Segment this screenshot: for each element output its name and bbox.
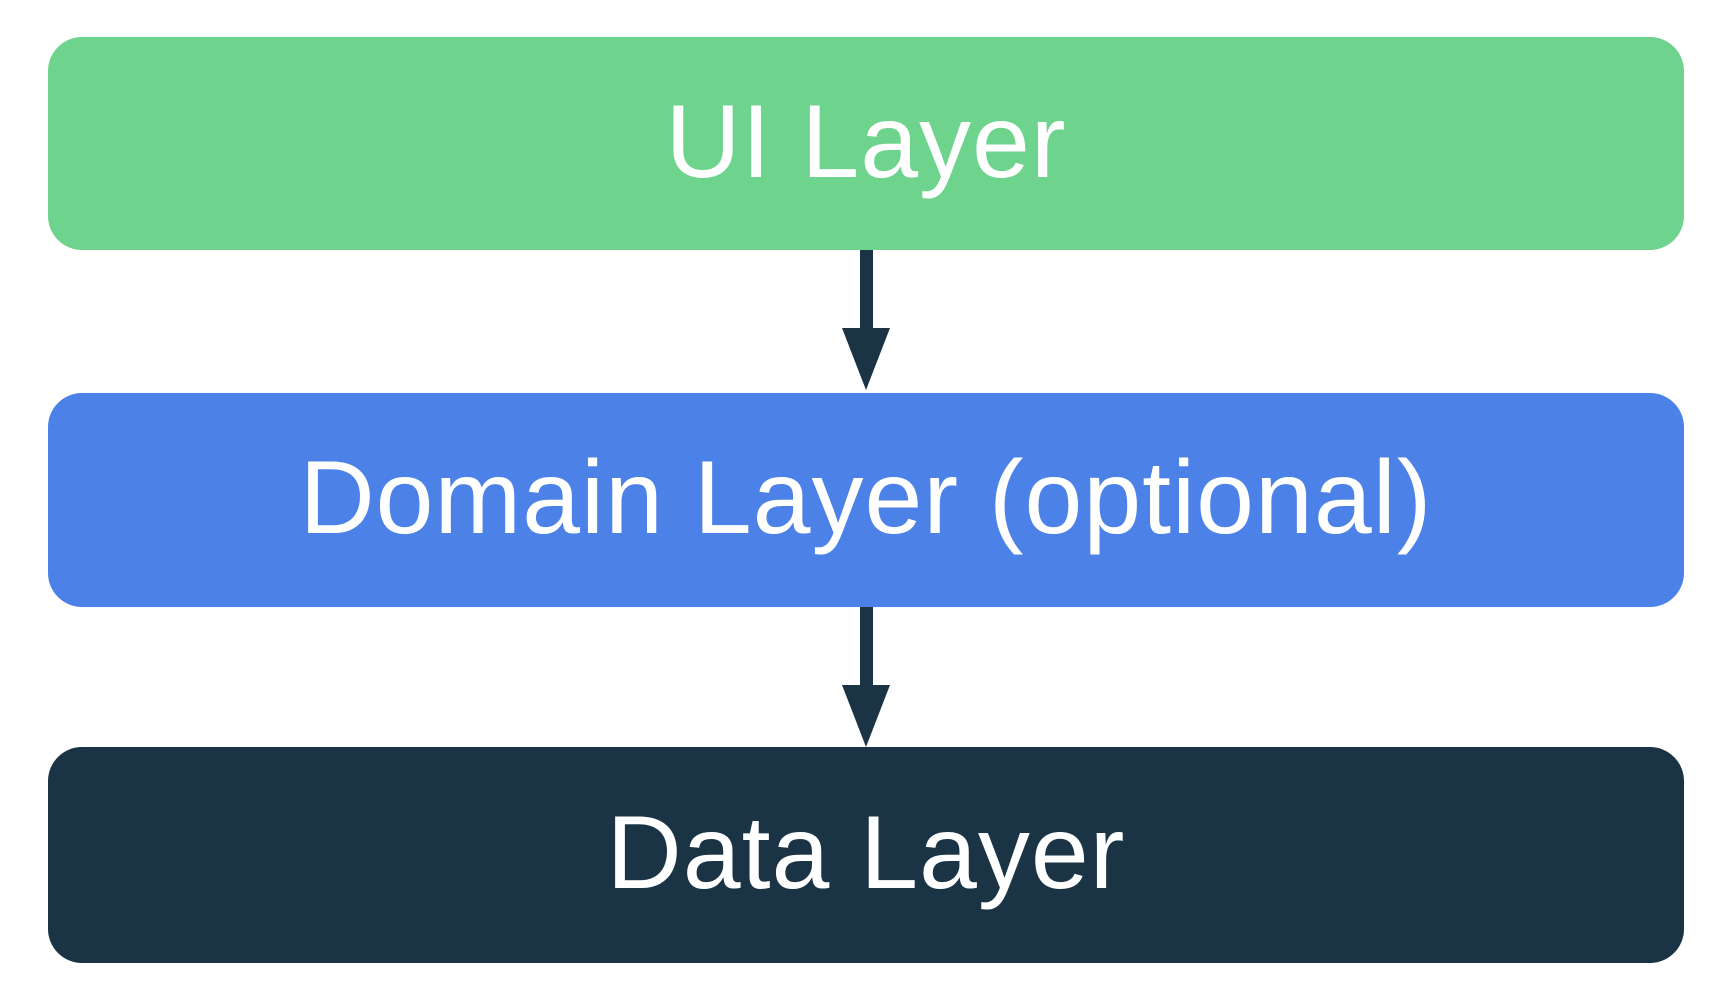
arrow-domain-to-data xyxy=(842,607,890,747)
node-ui-layer: UI Layer xyxy=(48,37,1684,250)
node-domain-layer: Domain Layer (optional) xyxy=(48,393,1684,607)
arrow-ui-to-domain xyxy=(842,250,890,390)
node-domain-layer-label: Domain Layer (optional) xyxy=(299,440,1433,556)
arrow-down-icon xyxy=(842,685,890,747)
node-ui-layer-label: UI Layer xyxy=(665,83,1067,200)
arrow-domain-to-data-shaft xyxy=(859,607,873,685)
node-data-layer: Data Layer xyxy=(48,747,1684,963)
arrow-down-icon xyxy=(842,328,890,390)
node-data-layer-label: Data Layer xyxy=(606,795,1126,911)
arrow-ui-to-domain-shaft xyxy=(859,250,873,328)
